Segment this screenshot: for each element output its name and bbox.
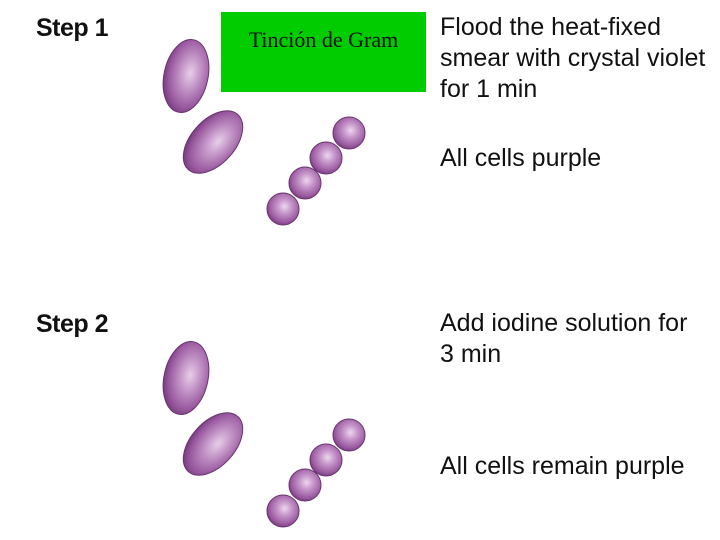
step2-instruction: Add iodine solution for 3 min xyxy=(440,309,688,368)
step2-result: All cells remain purple xyxy=(440,452,685,480)
step1-result: All cells purple xyxy=(440,144,602,172)
coccus-cell xyxy=(309,141,343,175)
coccus-cell xyxy=(288,468,322,502)
rod-cell xyxy=(182,412,244,476)
coccus-cell xyxy=(266,494,300,528)
coccus-cell xyxy=(266,192,300,226)
coccus-cell xyxy=(332,116,366,150)
coccus-cell xyxy=(288,166,322,200)
coccus-cell xyxy=(332,418,366,452)
step1-label: Step 1 xyxy=(36,14,109,42)
rod-cell xyxy=(162,39,210,113)
coccus-cell xyxy=(309,443,343,477)
step1-cells xyxy=(162,39,366,226)
step2-label: Step 2 xyxy=(36,310,109,338)
step1-instruction: Flood the heat-fixed smear with crystal … xyxy=(440,13,706,103)
title-box: Tinción de Gram xyxy=(221,12,426,92)
rod-cell xyxy=(162,341,210,415)
rod-cell xyxy=(182,110,244,174)
title-text: Tinción de Gram xyxy=(248,27,399,52)
step2-cells xyxy=(162,341,366,528)
